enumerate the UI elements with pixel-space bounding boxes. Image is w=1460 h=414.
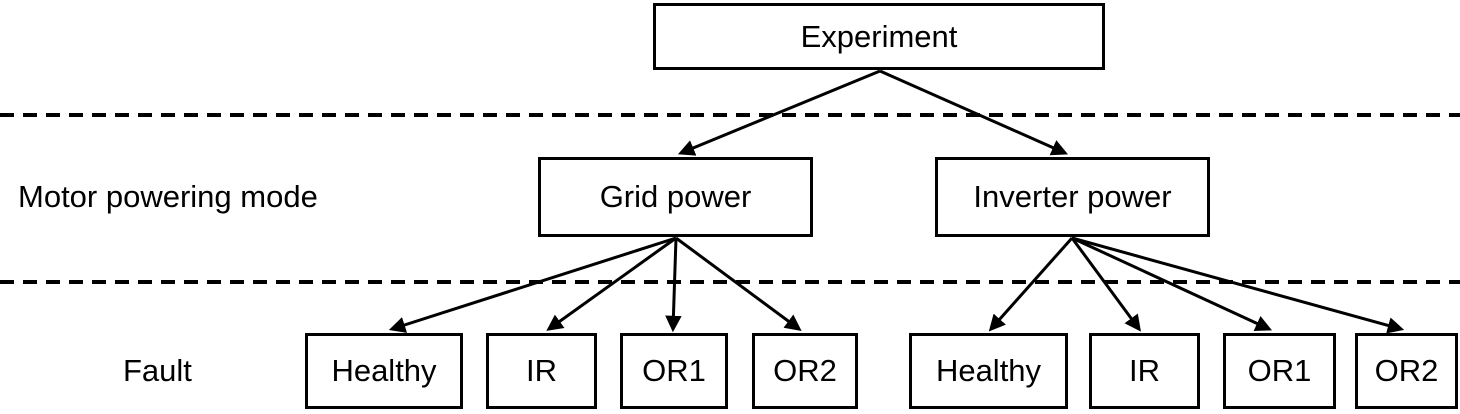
node-inverter-ir: IR [1089,333,1200,409]
arrow-experiment-to-grid-power [677,69,881,156]
row-label-fault: Fault [123,353,192,388]
row-label-motor-powering-mode: Motor powering mode [18,179,318,214]
arrow-grid-to-or2 [675,236,802,331]
node-grid-or2: OR2 [752,333,858,409]
arrow-grid-to-ir [546,236,677,331]
node-grid-ir: IR [486,333,597,409]
node-inverter-healthy: Healthy [909,333,1068,409]
arrow-inverter-to-or2 [1071,236,1405,334]
arrow-inverter-to-healthy [988,237,1074,332]
node-grid-or1: OR1 [620,333,728,409]
node-grid-healthy: Healthy [305,333,463,409]
node-inverter-or2: OR2 [1355,333,1458,409]
arrow-experiment-to-inverter-power [879,69,1069,156]
node-experiment: Experiment [653,3,1105,70]
node-grid-power: Grid power [538,157,813,237]
arrow-grid-to-or1 [665,237,682,333]
node-inverter-or1: OR1 [1223,333,1336,409]
node-inverter-power: Inverter power [935,157,1210,237]
arrow-grid-to-healthy [388,236,677,333]
arrow-inverter-to-ir [1070,237,1141,332]
arrow-inverter-to-or1 [1071,236,1272,331]
